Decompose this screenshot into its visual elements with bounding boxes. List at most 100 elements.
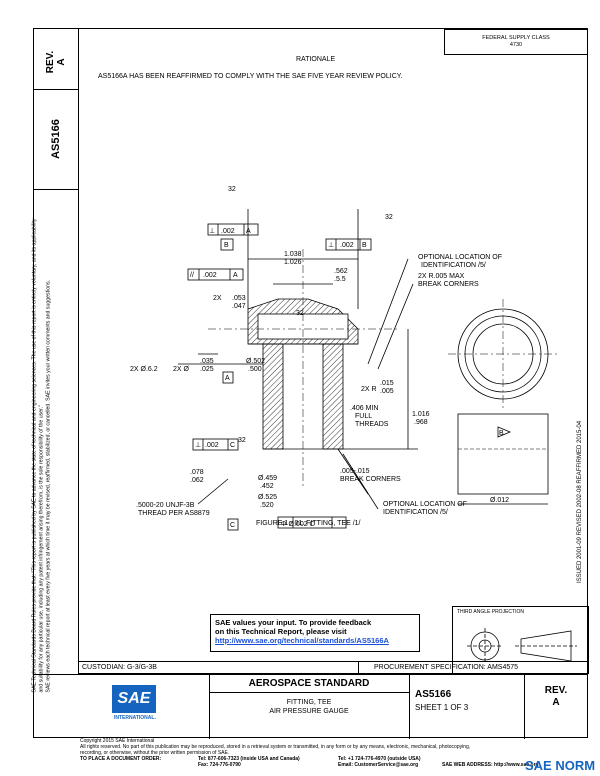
tee-left-wall: [262, 343, 284, 450]
finish-32-b: 32: [385, 214, 393, 221]
dia-525: Ø.525: [258, 494, 277, 501]
logo-cell: SAE INTERNATIONAL.: [34, 675, 210, 739]
dim-1016: 1.016: [412, 411, 430, 418]
opt-id-1: OPTIONAL LOCATION OF: [418, 254, 502, 261]
feedback-link[interactable]: http://www.sae.org/technical/standards/A…: [215, 636, 389, 645]
perp-b-tol: .002: [340, 242, 354, 249]
sheet-number: SHEET 1 OF 3: [415, 703, 469, 712]
figure-caption: FIGURE 1 - 01. FITTING, TEE /1/: [256, 520, 361, 527]
flatness-ref: A: [246, 228, 251, 235]
opt-id-3: OPTIONAL LOCATION OF: [383, 501, 467, 508]
side-rev-label: REV.: [45, 50, 56, 74]
break-max-1: 2X R.005 MAX: [418, 273, 465, 280]
min-thread-1: .406 MIN: [350, 405, 378, 412]
opt-id-4: IDENTIFICATION /5/: [383, 509, 448, 516]
dim-035: .035: [200, 358, 214, 365]
dim-968: .968: [414, 419, 428, 426]
dim-515: .5.5: [334, 276, 346, 283]
title-rev-label: REV.: [544, 685, 568, 696]
dia-520: .520: [260, 502, 274, 509]
rationale-text: AS5166A HAS BEEN REAFFIRMED TO COMPLY WI…: [98, 73, 403, 80]
side-column: REV. A AS5166 SAE Technical Standards Bo…: [32, 29, 79, 693]
finish-32-a: 32: [228, 186, 236, 193]
flatness-symbol: ⊥: [209, 228, 215, 235]
side-rev-box: REV. A: [34, 29, 78, 90]
feedback-box: SAE values your input. To provide feedba…: [210, 614, 420, 652]
break-corners-1: .005-.015: [340, 468, 370, 475]
third-angle-label: THIRD ANGLE PROJECTION: [457, 609, 524, 615]
footer-rights: All rights reserved. No part of this pub…: [80, 744, 471, 750]
footer-rights2: recording, or otherwise, without the pri…: [80, 750, 230, 756]
issue-dates: ISSUED 2001-09 REVISED 2002-08 REAFFIRME…: [577, 420, 583, 584]
doc-cell: AS5166 SHEET 1 OF 3: [409, 675, 525, 739]
disclaimer-review: SAE reviews each technical report at lea…: [45, 280, 52, 693]
side-disclaimer: SAE Technical Standards Board Rules prov…: [32, 217, 53, 693]
footer-order-label: TO PLACE A DOCUMENT ORDER:: [80, 756, 162, 762]
feedback-line2: on this Technical Report, please visit: [215, 627, 347, 636]
thread-2: THREAD PER AS8879: [138, 510, 210, 517]
dim-078: .078: [190, 469, 204, 476]
datum-b: B: [224, 242, 229, 249]
disclaimer-rules: SAE Technical Standards Board Rules prov…: [31, 218, 45, 693]
footer: Copyright 2015 SAE International All rig…: [80, 738, 600, 768]
title-line2: AIR PRESSURE GAUGE: [269, 708, 349, 715]
sae-logo: SAE: [112, 685, 156, 713]
prefix-2x: 2X: [213, 295, 222, 302]
finish-32-c: 32: [296, 310, 304, 317]
flatness-tol: .002: [221, 228, 235, 235]
fitting-drawing: 32 32 ⊥ .002 A B ⊥ .002 B 1.038 1.026 .5…: [130, 186, 558, 531]
side-doc-number: AS5166: [50, 119, 62, 159]
footer-tel2: Tel: +1 724-776-4970 (outside USA): [338, 756, 421, 762]
dim-062: .062: [190, 477, 204, 484]
footer-tel1: Tel: 877-606-7323 (inside USA and Canada…: [198, 756, 300, 762]
radius-label: 2X R: [361, 386, 377, 393]
title-cell: AEROSPACE STANDARD FITTING, TEE AIR PRES…: [209, 675, 410, 739]
par-tol: .002: [203, 272, 217, 279]
dia-2x: 2X Ø: [173, 366, 190, 373]
dia-6: 2X Ø.6.2: [130, 366, 158, 373]
perp-c-tol: .002: [205, 442, 219, 449]
footer-web: SAE WEB ADDRESS: http://www.sae.org: [442, 762, 539, 768]
supply-class-value: 4730: [509, 42, 523, 48]
custodian-divider: [358, 662, 359, 674]
dia-500: .500: [248, 366, 262, 373]
opt-id-2: IDENTIFICATION /5/: [421, 262, 486, 269]
title-block: SAE INTERNATIONAL. AEROSPACE STANDARD FI…: [34, 674, 588, 739]
standard-type: AEROSPACE STANDARD: [209, 675, 409, 693]
drawing-sheet: REV. A AS5166 SAE Technical Standards Bo…: [32, 28, 589, 739]
perp-b-ref: B: [362, 242, 367, 249]
rationale-heading: RATIONALE: [296, 56, 336, 63]
side-rev-value: A: [56, 58, 67, 66]
footer-copyright: Copyright 2015 SAE International: [80, 738, 155, 744]
side-docnum-box: AS5166: [34, 89, 78, 190]
supply-class-box: FEDERAL SUPPLY CLASS 4730: [444, 29, 588, 55]
watermark: SAE NORM: [525, 758, 596, 773]
finish-32-d: 32: [238, 437, 246, 444]
title-doc-number: AS5166: [415, 689, 452, 700]
min-thread-2: FULL: [355, 413, 372, 420]
break-max-2: BREAK CORNERS: [418, 281, 479, 288]
r-015: .015: [380, 380, 394, 387]
supply-class-label: FEDERAL SUPPLY CLASS: [482, 35, 550, 41]
procurement: PROCUREMENT SPECIFICATION: AMS4575: [374, 664, 519, 671]
min-thread-3: THREADS: [355, 421, 389, 428]
footer-fax: Fax: 724-776-0790: [198, 762, 241, 768]
title-rev-value: A: [552, 697, 560, 708]
pos-tol: Φ Ø.002 C: [281, 521, 315, 528]
feedback-line1: SAE values your input. To provide feedba…: [215, 618, 372, 627]
tee-right-wall: [322, 343, 344, 450]
footer-contact-row: TO PLACE A DOCUMENT ORDER: Tel: 877-606-…: [80, 756, 600, 768]
dia-459: Ø.459: [258, 475, 277, 482]
title-line1: FITTING, TEE: [286, 699, 332, 706]
dim-562: .562: [334, 268, 348, 275]
dia-502: Ø.502: [246, 358, 265, 365]
custodian-row: CUSTODIAN: G-3/G-3B PROCUREMENT SPECIFIC…: [78, 661, 588, 674]
view-b: B: [499, 430, 504, 437]
footer-email: Email: CustomerService@sae.org: [338, 762, 419, 768]
dim-1038: 1.038: [284, 251, 302, 258]
dim-047: .047: [232, 303, 246, 310]
dia-012: Ø.012: [490, 497, 509, 504]
perp-c-ref: C: [230, 442, 235, 449]
custodian: CUSTODIAN: G-3/G-3B: [82, 664, 157, 671]
datum-c: C: [230, 522, 235, 529]
